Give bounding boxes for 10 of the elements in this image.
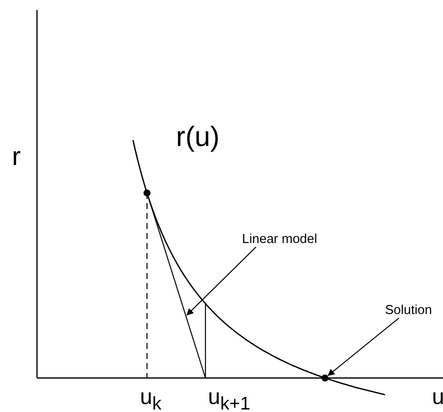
axis-label: u [432,386,443,408]
callout-label: Solution [385,303,432,316]
tick-label: u$_{k+1}$ [208,386,250,412]
axis-label: r [12,143,21,169]
curve-label: r(u) [176,123,220,151]
leader-line [328,318,400,376]
leader-line [186,246,256,316]
tick-label: u$_{k}$ [140,386,162,412]
solution-point [322,374,328,382]
callout-label: Linear model [242,232,318,245]
